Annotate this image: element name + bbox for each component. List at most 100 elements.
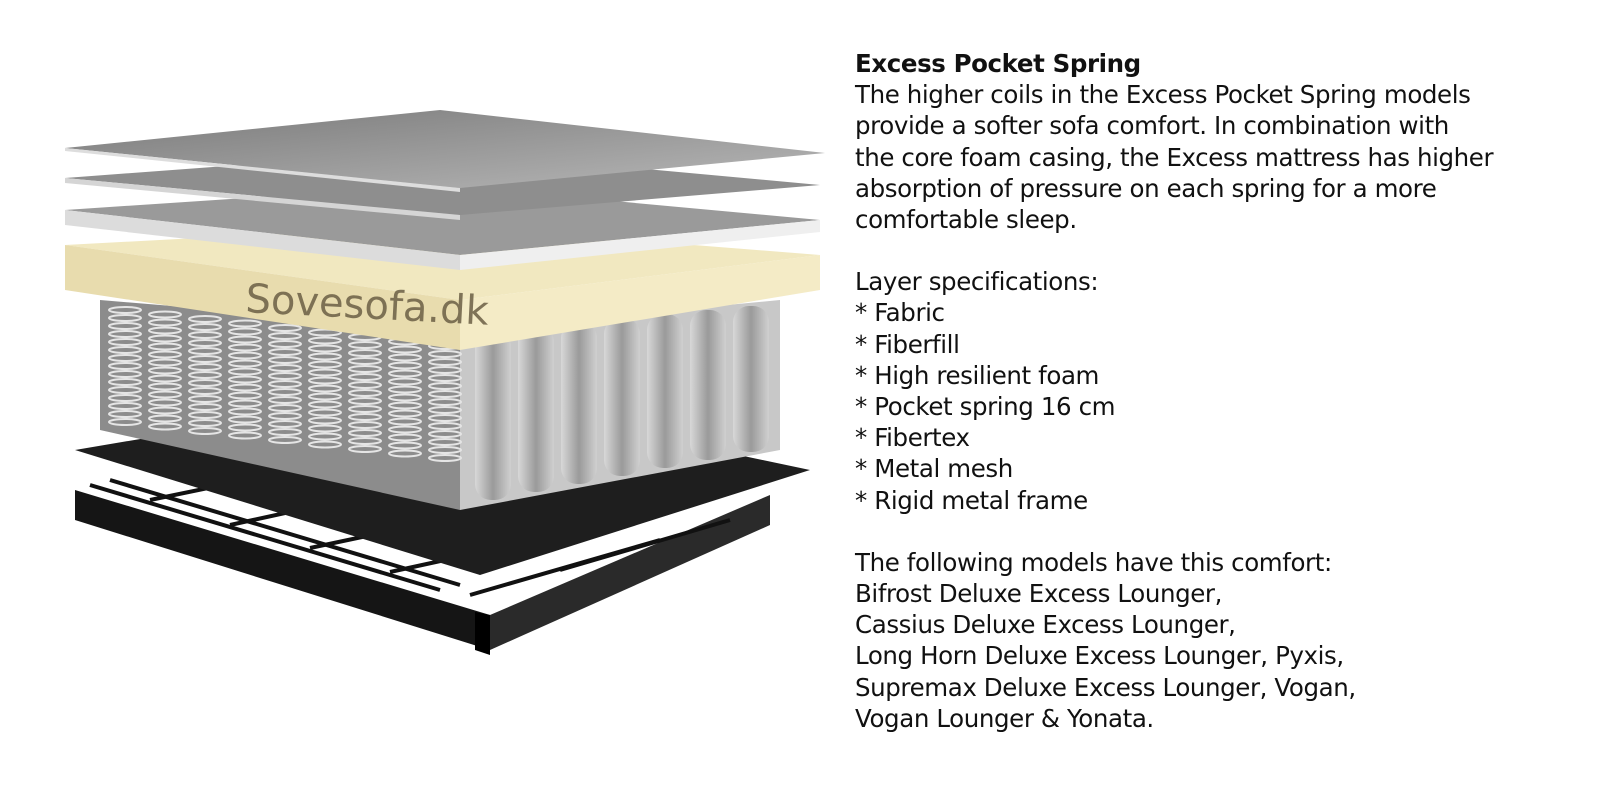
spring-coil — [308, 360, 342, 369]
spring-coil — [228, 327, 262, 336]
spring-coil — [108, 402, 142, 410]
spring-coil — [388, 449, 422, 458]
spring-coil — [388, 385, 422, 394]
spring-coil — [148, 326, 182, 335]
spring-coil — [388, 361, 422, 370]
description: The higher coils in the Excess Pocket Sp… — [855, 79, 1595, 235]
spring-coil — [428, 382, 462, 390]
spring-coil — [148, 342, 182, 351]
spring-pocket — [690, 310, 726, 460]
spring-coil — [428, 430, 462, 438]
spring-coil — [188, 387, 222, 395]
fabric-layer — [65, 110, 825, 192]
spring-coil — [348, 445, 382, 453]
spring-coil — [348, 413, 382, 421]
spring-coil — [188, 371, 222, 379]
spring-coil — [428, 454, 462, 462]
spring-coil — [428, 398, 462, 406]
mattress-layers-illustration: Sovesofa.dk — [65, 110, 825, 655]
spring-coil — [268, 388, 302, 396]
spring-coil — [308, 416, 342, 425]
spring-coil — [388, 433, 422, 442]
layer-item: * Metal mesh — [855, 454, 1013, 484]
spring-coil — [348, 429, 382, 437]
description-line: comfortable sleep. — [855, 205, 1077, 235]
spring-coil — [428, 438, 462, 446]
layer-item: * Rigid metal frame — [855, 485, 1088, 515]
spring-coil — [188, 315, 222, 323]
spring-coil — [188, 355, 222, 363]
spring-coil — [268, 420, 302, 428]
spring-coil — [268, 340, 302, 348]
spring-coil — [108, 322, 142, 330]
spring-coil — [428, 406, 462, 414]
spring-coil — [308, 352, 342, 361]
spring-coil — [148, 350, 182, 359]
spring-coil — [108, 314, 142, 322]
spring-pocket — [475, 330, 511, 500]
spring-coil — [268, 332, 302, 340]
spring-coil — [268, 436, 302, 444]
spring-coil — [108, 410, 142, 418]
spring-coil — [348, 437, 382, 445]
spring-coil — [148, 422, 182, 431]
spring-coil — [268, 380, 302, 388]
spring-coil — [148, 414, 182, 423]
spring-coil — [428, 414, 462, 422]
spring-coil — [148, 374, 182, 383]
spring-coil — [428, 390, 462, 398]
spring-pocket — [604, 318, 640, 476]
spring-coil — [108, 370, 142, 378]
model-line: Vogan Lounger & Yonata. — [855, 703, 1154, 733]
spring-coil — [388, 425, 422, 434]
spring-pocket — [518, 326, 554, 492]
description-panel: Excess Pocket Spring The higher coils in… — [855, 48, 1595, 734]
spring-coil — [148, 318, 182, 327]
spring-coil — [268, 412, 302, 420]
spring-coil — [388, 401, 422, 410]
spring-coil — [388, 345, 422, 354]
spring-coil — [308, 400, 342, 409]
spring-coil — [308, 408, 342, 417]
spring-coil — [228, 415, 262, 424]
spring-coil — [308, 344, 342, 353]
spring-coil — [308, 328, 342, 337]
spring-coil — [268, 324, 302, 332]
spring-coil — [268, 372, 302, 380]
spring-coil — [268, 348, 302, 356]
spring-coil — [348, 421, 382, 429]
fiberfill-layer — [65, 185, 820, 270]
spring-coil — [148, 366, 182, 375]
spring-coil — [228, 407, 262, 416]
spring-coil — [108, 386, 142, 394]
spring-coil — [148, 334, 182, 343]
spring-coil — [228, 391, 262, 400]
spring-coil — [148, 398, 182, 407]
description-line: The higher coils in the Excess Pocket Sp… — [855, 80, 1471, 110]
model-line: Bifrost Deluxe Excess Lounger, — [855, 579, 1222, 609]
spring-coil — [348, 357, 382, 365]
spring-coil — [308, 376, 342, 385]
spring-coil — [428, 358, 462, 366]
spring-coil — [228, 375, 262, 384]
spring-coil — [108, 394, 142, 402]
spring-coil — [388, 417, 422, 426]
spring-coil — [188, 363, 222, 371]
model-line: Long Horn Deluxe Excess Lounger, Pyxis, — [855, 641, 1344, 671]
spring-coil — [108, 362, 142, 370]
spring-coil — [108, 338, 142, 346]
layer-list: * Fabric * Fiberfill * High resilient fo… — [855, 297, 1595, 515]
spring-coil — [388, 393, 422, 402]
description-line: the core foam casing, the Excess mattres… — [855, 142, 1494, 172]
spring-coil — [348, 389, 382, 397]
spring-coil — [268, 364, 302, 372]
spring-coil — [348, 349, 382, 357]
layer-item: * Fiberfill — [855, 329, 960, 359]
layer-item: * Fibertex — [855, 423, 970, 453]
spring-coil — [388, 369, 422, 378]
spring-coil — [348, 397, 382, 405]
model-line: Cassius Deluxe Excess Lounger, — [855, 610, 1236, 640]
spring-coil — [268, 404, 302, 412]
spring-coil — [228, 335, 262, 344]
spring-coil — [428, 422, 462, 430]
